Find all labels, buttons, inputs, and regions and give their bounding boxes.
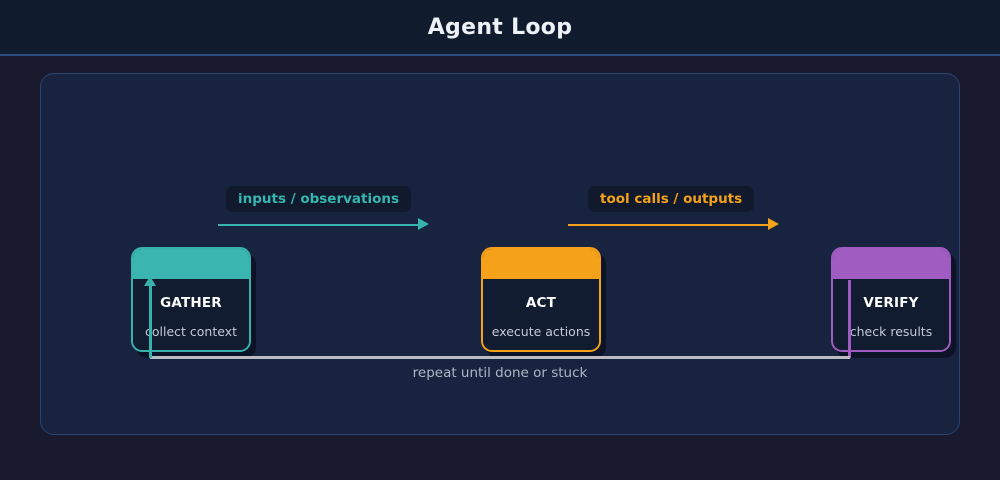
- app-header: Agent Loop: [0, 0, 1000, 56]
- node-verify[interactable]: VERIFY check results: [831, 247, 951, 352]
- node-verify-body: VERIFY check results: [833, 279, 949, 350]
- feedback-loop-right-segment: [848, 280, 851, 358]
- edge-gather-to-act-line: [218, 224, 420, 226]
- feedback-loop-left-segment: [149, 284, 152, 358]
- arrow-up-icon: [144, 276, 156, 286]
- node-verify-title: VERIFY: [863, 294, 919, 311]
- edge-act-to-verify-line: [568, 224, 770, 226]
- node-act-subtitle: execute actions: [491, 323, 591, 339]
- arrow-right-icon: [768, 218, 779, 230]
- node-act[interactable]: ACT execute actions: [481, 247, 601, 352]
- node-verify-subtitle: check results: [849, 323, 933, 339]
- edge-gather-to-act-label: inputs / observations: [226, 186, 412, 212]
- edge-act-to-verify-label: tool calls / outputs: [588, 186, 755, 212]
- node-gather-title: GATHER: [160, 294, 222, 311]
- node-act-body: ACT execute actions: [483, 279, 599, 350]
- feedback-loop-bottom-segment: [150, 356, 850, 359]
- node-gather-header: [133, 249, 249, 279]
- diagram-canvas: GATHER collect context ACT execute actio…: [40, 73, 960, 435]
- node-gather-body: GATHER collect context: [133, 279, 249, 350]
- page-title: Agent Loop: [427, 14, 573, 40]
- node-act-title: ACT: [525, 294, 557, 311]
- arrow-right-icon: [418, 218, 429, 230]
- feedback-loop-label: repeat until done or stuck: [412, 365, 588, 381]
- node-gather[interactable]: GATHER collect context: [131, 247, 251, 352]
- node-gather-subtitle: collect context: [144, 323, 238, 339]
- node-verify-header: [833, 249, 949, 279]
- node-act-header: [483, 249, 599, 279]
